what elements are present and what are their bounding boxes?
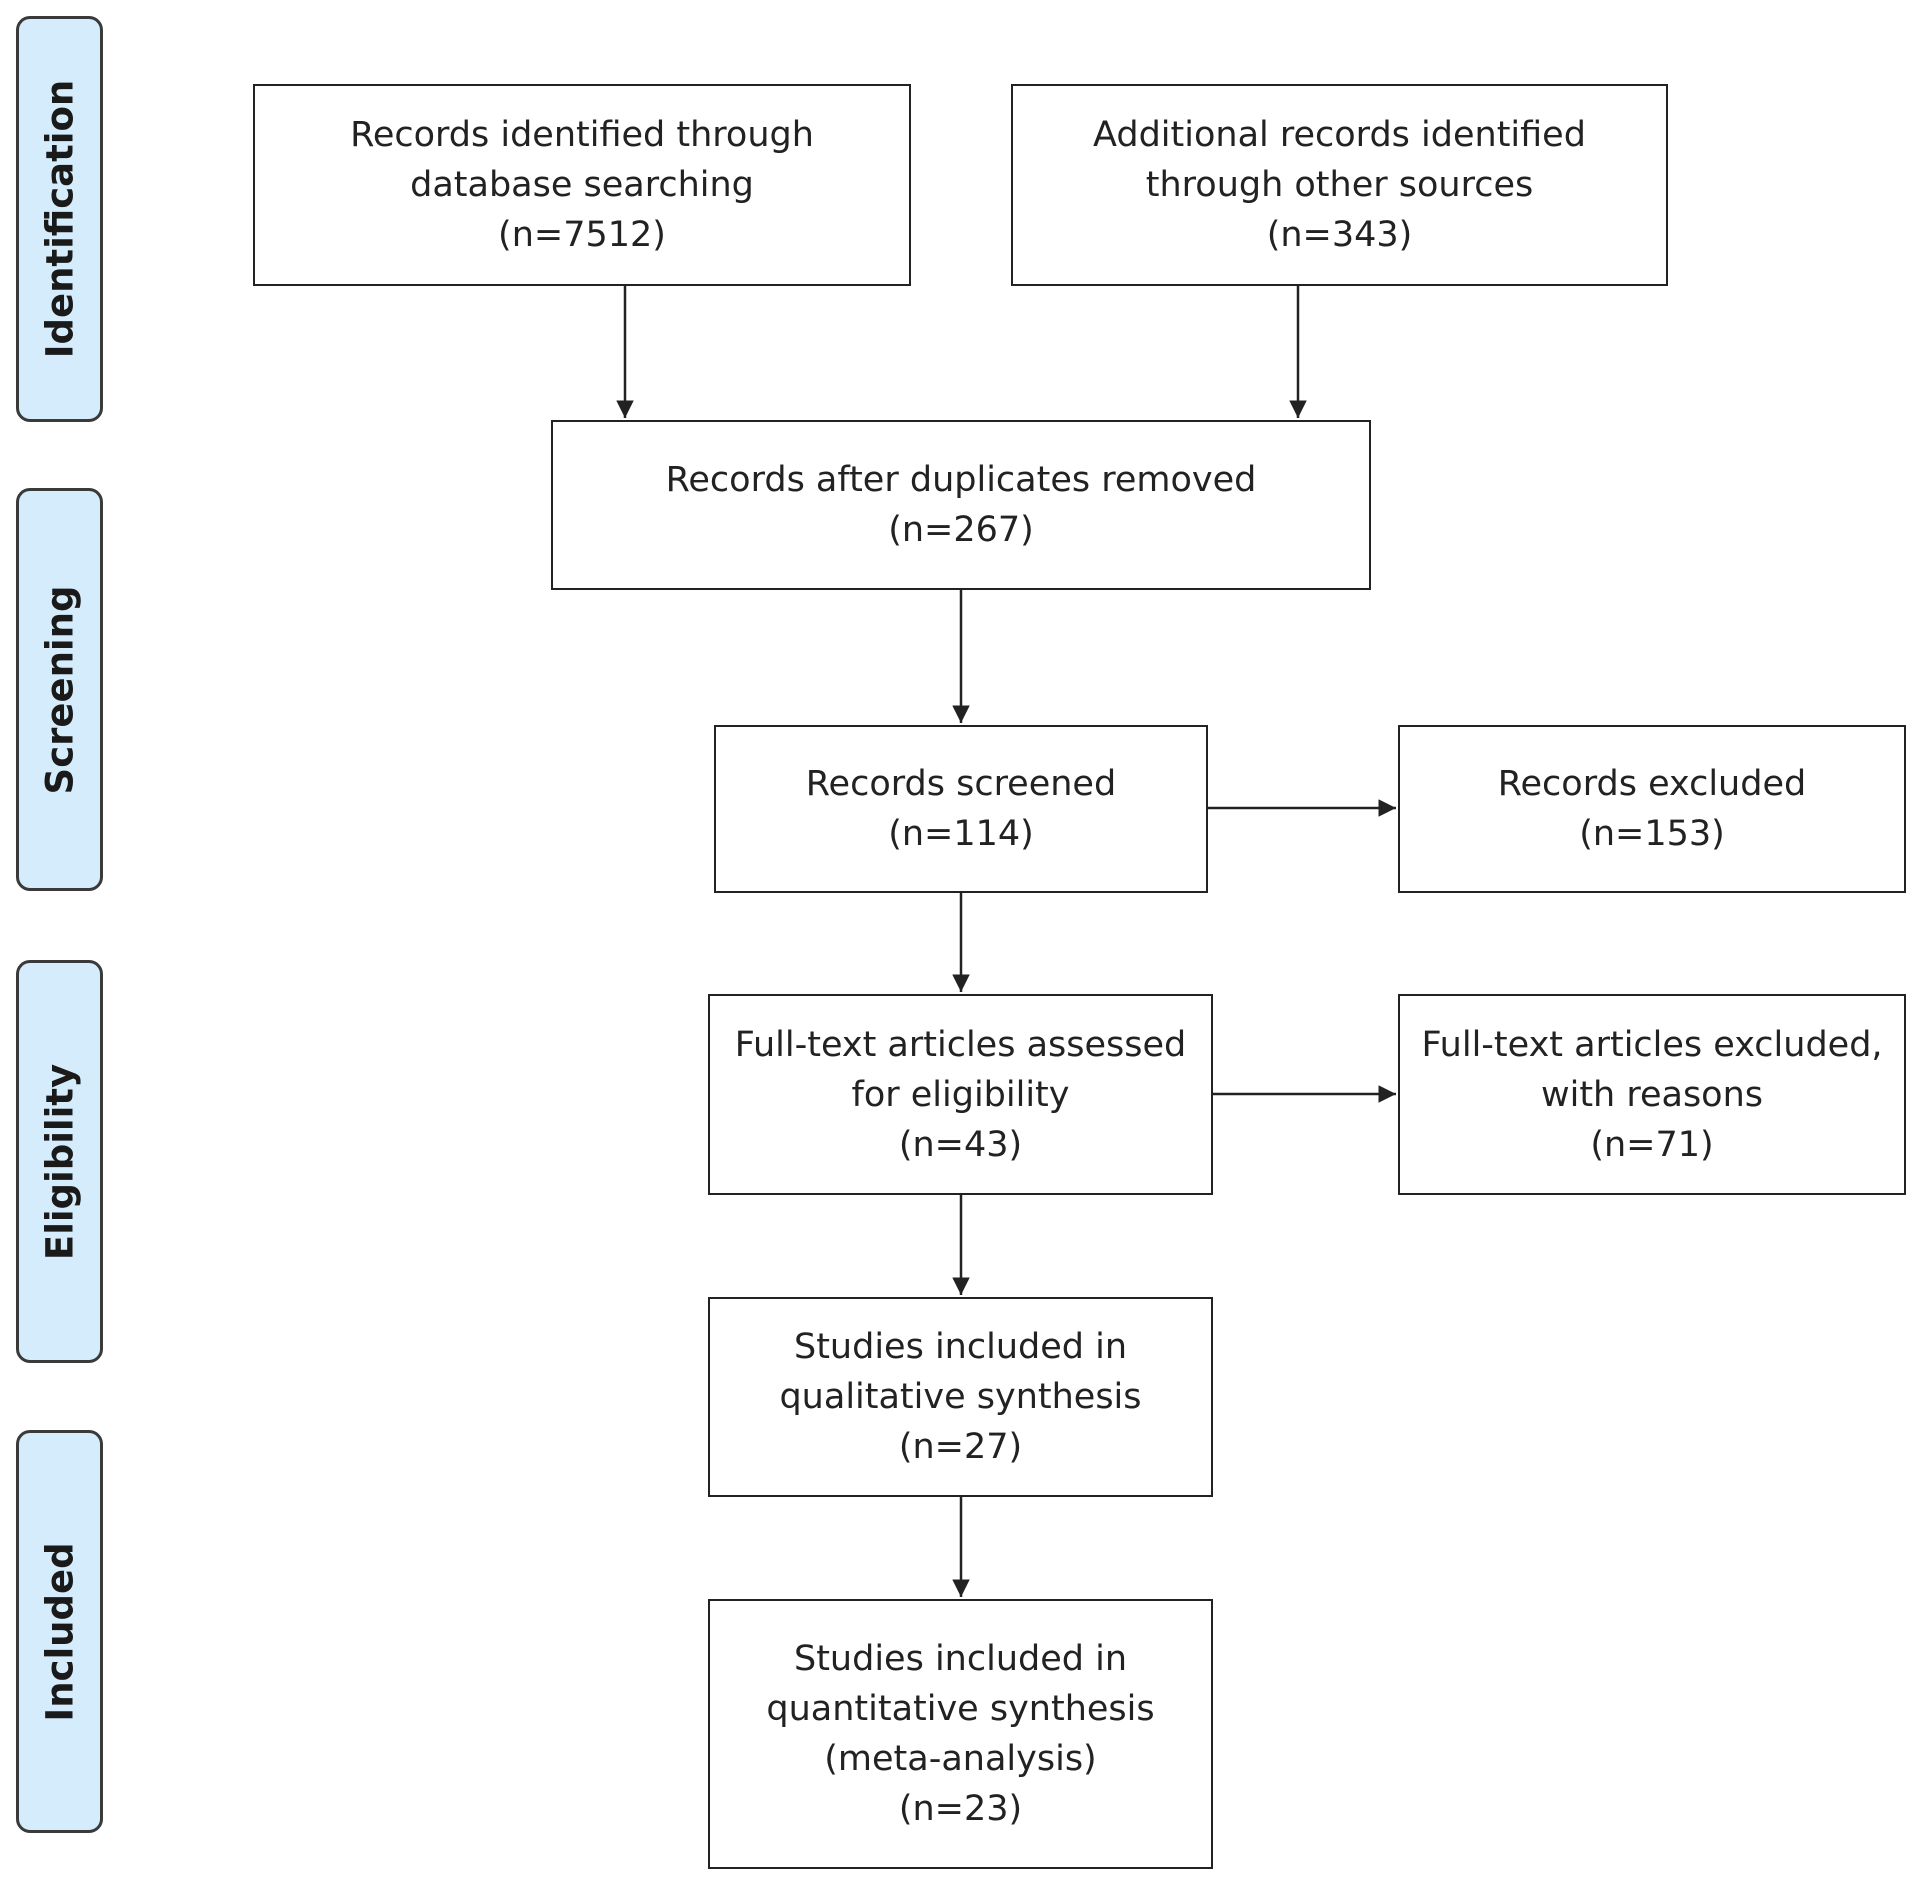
box-deduplicated: Records after duplicates removed (n=267) — [551, 420, 1371, 590]
box-qualitative-line2: qualitative synthesis — [779, 1377, 1142, 1417]
box-fulltext-excluded-line1: Full-text articles excluded, — [1421, 1024, 1883, 1065]
phase-screening-label: Screening — [38, 585, 81, 794]
box-database-line1: Records identified through — [350, 115, 814, 155]
box-other-sources-line1: Additional records identified — [1093, 115, 1586, 155]
box-deduplicated-line1: Records after duplicates removed — [665, 460, 1257, 500]
box-fulltext-excluded: Full-text articles excluded, with reason… — [1398, 994, 1906, 1195]
box-fulltext-excluded-line2: with reasons — [1540, 1074, 1764, 1115]
box-qualitative-count: (n=27) — [898, 1427, 1023, 1467]
box-records-excluded: Records excluded (n=153) — [1398, 725, 1906, 893]
box-qualitative-synthesis: Studies included in qualitative synthesi… — [708, 1297, 1213, 1497]
box-database-line2: database searching — [410, 165, 754, 205]
box-fulltext-assessed-line1: Full-text articles assessed — [734, 1024, 1187, 1065]
box-fulltext-assessed-line2: for eligibility — [851, 1074, 1070, 1115]
box-database-count: (n=7512) — [498, 215, 666, 255]
box-quantitative-line1: Studies included in — [793, 1639, 1127, 1679]
box-database-records: Records identified through database sear… — [253, 84, 911, 286]
box-fulltext-assessed: Full-text articles assessed for eligibil… — [708, 994, 1213, 1195]
box-quantitative-synthesis: Studies included in quantitative synthes… — [708, 1599, 1213, 1869]
box-deduplicated-count: (n=267) — [888, 510, 1034, 550]
box-excluded-line1: Records excluded — [1497, 764, 1807, 804]
phase-included-label: Included — [38, 1541, 81, 1722]
box-records-screened: Records screened (n=114) — [714, 725, 1208, 893]
box-other-sources-count: (n=343) — [1266, 215, 1413, 255]
box-quantitative-line3: (meta-analysis) — [824, 1739, 1097, 1779]
phase-identification-label: Identification — [38, 79, 81, 359]
phase-eligibility: Eligibility — [16, 960, 103, 1363]
phase-included: Included — [16, 1430, 103, 1833]
box-other-sources-line2: through other sources — [1145, 165, 1534, 205]
box-screened-count: (n=114) — [888, 814, 1034, 854]
box-fulltext-excluded-count: (n=71) — [1590, 1124, 1714, 1165]
box-qualitative-line1: Studies included in — [793, 1327, 1127, 1367]
box-other-sources: Additional records identified through ot… — [1011, 84, 1668, 286]
box-quantitative-line2: quantitative synthesis — [766, 1689, 1155, 1729]
box-excluded-count: (n=153) — [1579, 814, 1725, 854]
box-fulltext-assessed-count: (n=43) — [898, 1124, 1023, 1165]
phase-identification: Identification — [16, 16, 103, 422]
box-quantitative-count: (n=23) — [898, 1789, 1023, 1829]
phase-screening: Screening — [16, 488, 103, 891]
box-screened-line1: Records screened — [805, 764, 1117, 804]
phase-eligibility-label: Eligibility — [38, 1063, 81, 1260]
